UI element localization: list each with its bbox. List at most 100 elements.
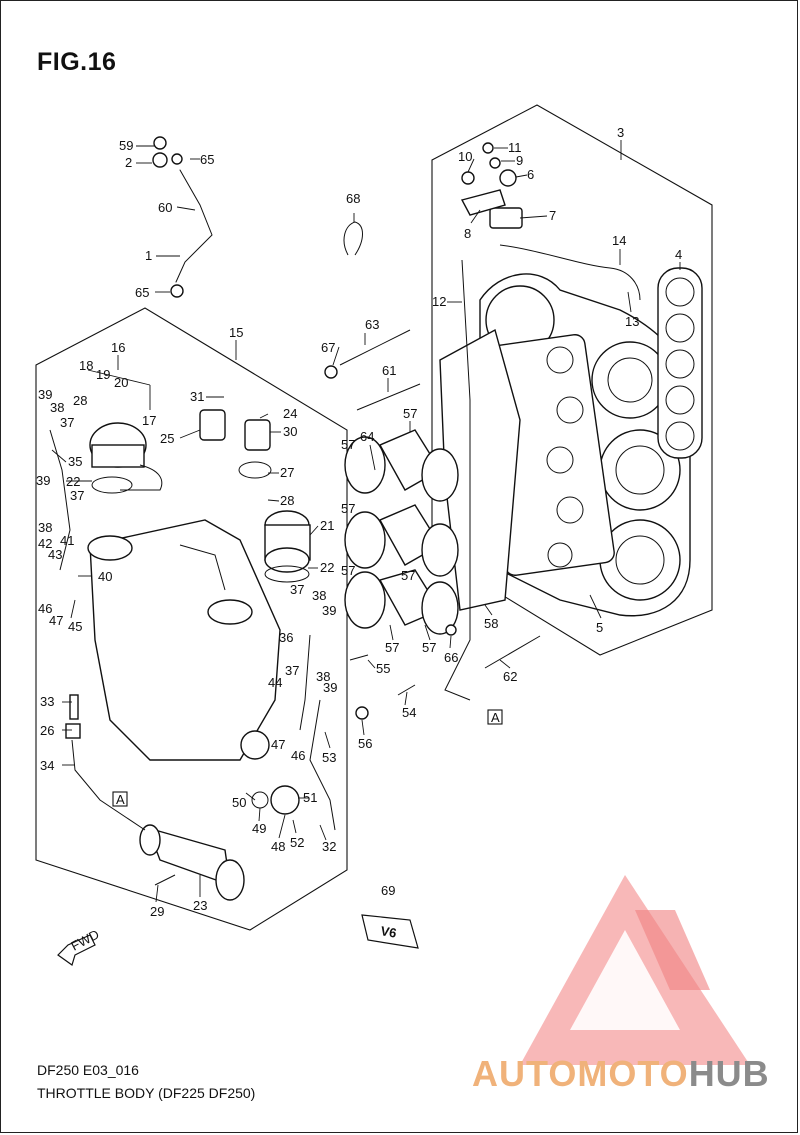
intake-manifold — [475, 273, 691, 617]
cap-2 — [152, 152, 168, 168]
callout-57b: 57 — [341, 437, 355, 452]
callout-41: 41 — [60, 533, 74, 548]
hose-60 — [175, 169, 213, 283]
callout-28a: 28 — [73, 393, 87, 408]
callout-6: 6 — [527, 167, 534, 182]
callout-38d: 38 — [316, 669, 330, 684]
callout-39a: 39 — [38, 387, 52, 402]
callout-60: 60 — [158, 200, 172, 215]
hose-12 — [444, 259, 471, 701]
callout-57a: 57 — [403, 406, 417, 421]
bracket-44 — [240, 730, 270, 760]
callout-35: 35 — [68, 454, 82, 469]
callout-55: 55 — [376, 661, 390, 676]
callout-31: 31 — [190, 389, 204, 404]
callout-7: 7 — [549, 208, 556, 223]
callout-34: 34 — [40, 758, 54, 773]
figure-title: FIG.16 — [37, 48, 117, 76]
callout-59: 59 — [119, 138, 133, 153]
callout-61: 61 — [382, 363, 396, 378]
svg-text:V6: V6 — [379, 923, 397, 941]
fitting-59 — [153, 136, 167, 150]
callout-57c: 57 — [341, 501, 355, 516]
ref-mark-a-1: A — [491, 710, 500, 725]
gasket-4 — [657, 267, 703, 459]
callout-17: 17 — [142, 413, 156, 428]
callout-25: 25 — [160, 431, 174, 446]
callout-28b: 28 — [280, 493, 294, 508]
callout-3: 3 — [617, 125, 624, 140]
callout-62: 62 — [503, 669, 517, 684]
diagram-caption: THROTTLE BODY (DF225 DF250) — [37, 1085, 256, 1101]
callout-57d: 57 — [401, 568, 415, 583]
bolt-55 — [349, 654, 369, 661]
callout-67: 67 — [321, 340, 335, 355]
callout-46b: 46 — [291, 748, 305, 763]
bolt-10 — [461, 171, 475, 185]
callout-14: 14 — [612, 233, 626, 248]
sensor-24 — [244, 419, 271, 451]
callout-65b: 65 — [135, 285, 149, 300]
callout-39d: 39 — [323, 680, 337, 695]
fwd-arrow-badge: FWD — [57, 927, 102, 966]
throttle-body-housing — [87, 519, 281, 761]
stud-54 — [397, 684, 416, 696]
callout-56: 56 — [358, 736, 372, 751]
callout-66: 66 — [444, 650, 458, 665]
watermark-logo — [520, 875, 750, 1065]
callout-33: 33 — [40, 694, 54, 709]
hose-14 — [499, 244, 641, 301]
callout-47a: 47 — [49, 613, 63, 628]
throttle-body-21 — [264, 510, 311, 573]
callout-18: 18 — [79, 358, 93, 373]
callout-64: 64 — [360, 429, 374, 444]
callout-49: 49 — [252, 821, 266, 836]
callout-10: 10 — [458, 149, 472, 164]
grommet-6 — [499, 169, 517, 187]
ref-mark-a-box-1 — [487, 709, 503, 725]
callout-65: 65 — [200, 152, 214, 167]
cable-32 — [309, 699, 336, 831]
callout-50: 50 — [232, 795, 246, 810]
callout-37d: 37 — [285, 663, 299, 678]
damper-23 — [139, 824, 245, 901]
nut-67 — [324, 365, 338, 379]
callout-12: 12 — [432, 294, 446, 309]
callout-45: 45 — [68, 619, 82, 634]
callout-38c: 38 — [312, 588, 326, 603]
clamp-65b — [170, 284, 184, 298]
callout-labels: 59 2 65 60 1 65 3 10 11 9 6 7 8 14 4 12 … — [36, 125, 682, 919]
callout-58: 58 — [484, 616, 498, 631]
ref-mark-a-2: A — [116, 792, 125, 807]
callout-39c: 39 — [322, 603, 336, 618]
o-ring-27 — [238, 461, 272, 479]
callout-43: 43 — [48, 547, 62, 562]
callout-15: 15 — [229, 325, 243, 340]
callout-24: 24 — [283, 406, 297, 421]
connector-26 — [65, 723, 81, 739]
nut-56 — [355, 706, 369, 720]
valve-48 — [270, 785, 300, 815]
clip-68 — [343, 221, 363, 256]
callout-47b: 47 — [271, 737, 285, 752]
callout-53: 53 — [322, 750, 336, 765]
cap-9 — [489, 157, 501, 169]
callout-36: 36 — [279, 630, 293, 645]
throttle-body-group-box — [35, 307, 348, 931]
watermark-text: AUTOMOTOHUB — [472, 1053, 770, 1094]
callout-44: 44 — [268, 675, 282, 690]
ref-mark-a-box-2 — [112, 791, 128, 807]
callout-29: 29 — [150, 904, 164, 919]
diagram-code: DF250 E03_016 — [37, 1062, 139, 1078]
callout-11: 11 — [508, 140, 522, 155]
callout-16: 16 — [111, 340, 125, 355]
callout-38a: 38 — [50, 400, 64, 415]
idle-actuator-16 — [89, 422, 163, 491]
callout-48: 48 — [271, 839, 285, 854]
link-rod-35 — [49, 429, 71, 571]
callout-46a: 46 — [38, 601, 52, 616]
intake-funnels-57 — [344, 429, 459, 635]
callout-32: 32 — [322, 839, 336, 854]
sensor-25 — [199, 409, 226, 441]
callout-30: 30 — [283, 424, 297, 439]
